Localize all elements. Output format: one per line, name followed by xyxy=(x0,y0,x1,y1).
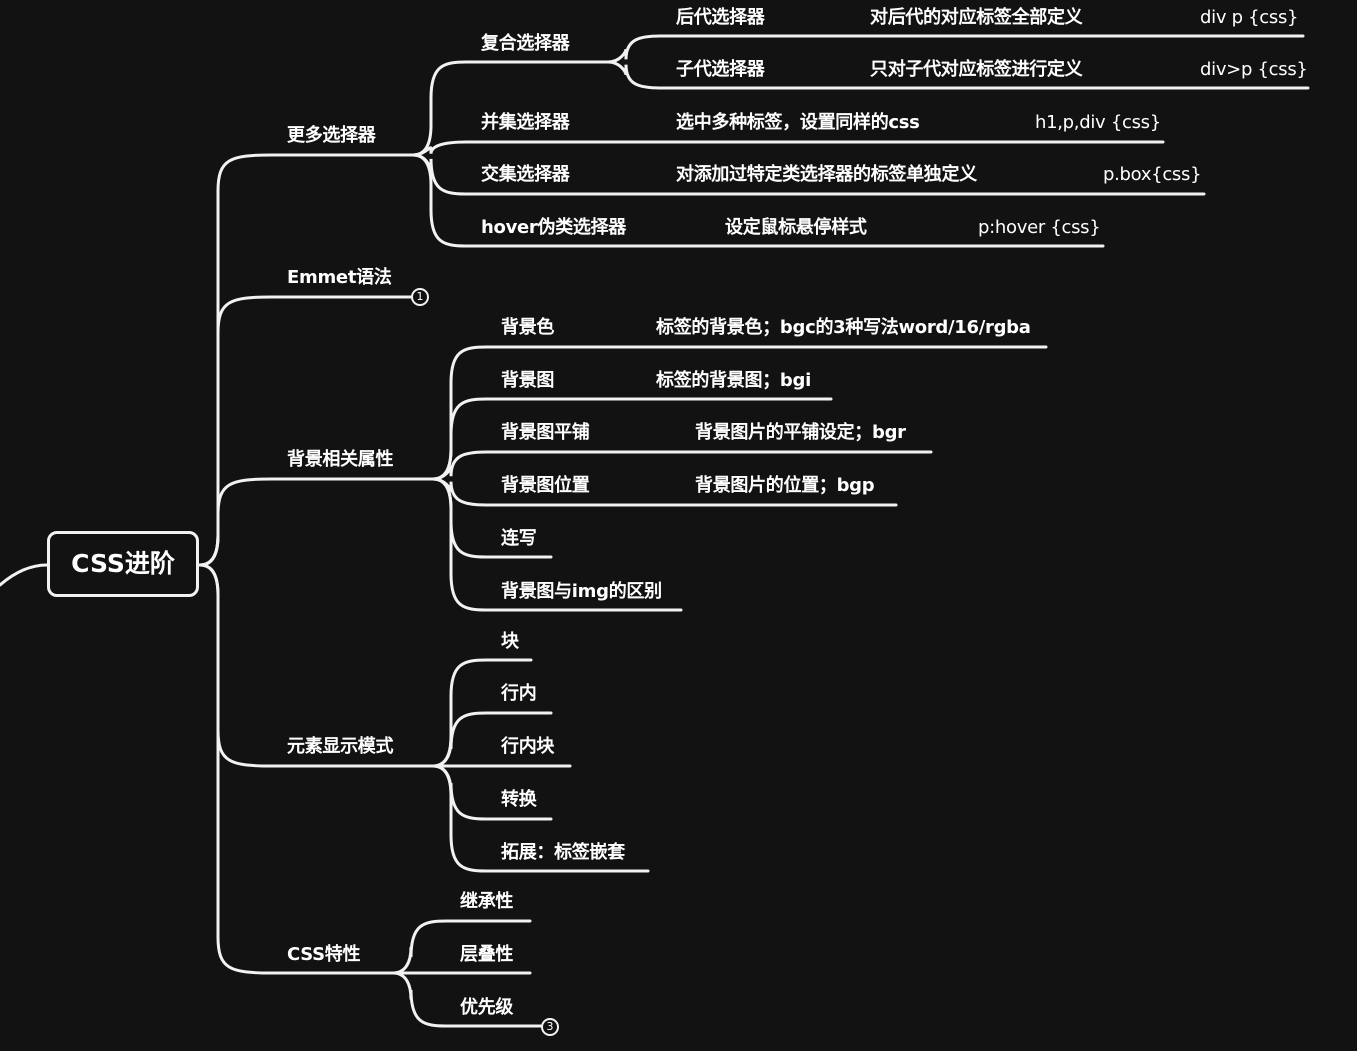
node-hover-desc[interactable]: 设定鼠标悬停样式 xyxy=(725,217,867,238)
node-intersection-desc[interactable]: 对添加过特定类选择器的标签单独定义 xyxy=(676,164,977,185)
connector-line xyxy=(198,153,415,567)
connector-line xyxy=(391,919,532,975)
connector-line xyxy=(431,711,553,768)
node-bg-image[interactable]: 背景图 xyxy=(501,370,555,391)
connector-line xyxy=(198,563,395,975)
node-block[interactable]: 块 xyxy=(501,631,519,652)
node-descendant-code[interactable]: div p {css} xyxy=(1200,7,1299,28)
connector-line xyxy=(606,34,1305,64)
node-union-selector[interactable]: 并集选择器 xyxy=(481,112,570,133)
node-conversion[interactable]: 转换 xyxy=(501,789,537,810)
branch-css-features[interactable]: CSS特性 xyxy=(287,944,361,965)
node-compound-selector[interactable]: 复合选择器 xyxy=(481,33,570,54)
connector-line xyxy=(431,764,650,873)
node-bg-position-desc[interactable]: 背景图片的位置；bgp xyxy=(695,475,875,496)
node-bg-shorthand[interactable]: 连写 xyxy=(501,528,537,549)
branch-display-mode[interactable]: 元素显示模式 xyxy=(287,736,394,757)
connector-line xyxy=(431,477,683,612)
branch-emmet[interactable]: Emmet语法 xyxy=(287,267,392,288)
branch-more-selectors[interactable]: 更多选择器 xyxy=(287,125,376,146)
node-bg-position[interactable]: 背景图位置 xyxy=(501,475,590,496)
node-intersection-code[interactable]: p.box{css} xyxy=(1103,164,1202,185)
node-bg-repeat-desc[interactable]: 背景图片的平铺设定；bgr xyxy=(695,422,906,443)
connector-line xyxy=(391,971,543,1028)
node-priority[interactable]: 优先级 xyxy=(460,997,514,1018)
node-bg-repeat[interactable]: 背景图平铺 xyxy=(501,422,590,443)
branch-background[interactable]: 背景相关属性 xyxy=(287,449,394,470)
node-hover-code[interactable]: p:hover {css} xyxy=(978,217,1101,238)
node-union-desc[interactable]: 选中多种标签，设置同样的css xyxy=(676,112,920,133)
node-child-desc[interactable]: 只对子代对应标签进行定义 xyxy=(870,59,1083,80)
node-bg-image-desc[interactable]: 标签的背景图；bgi xyxy=(656,370,811,391)
node-inline[interactable]: 行内 xyxy=(501,683,537,704)
node-bg-color-desc[interactable]: 标签的背景色；bgc的3种写法word/16/rgba xyxy=(656,317,1031,338)
node-cascade[interactable]: 层叠性 xyxy=(460,944,514,965)
node-descendant-selector[interactable]: 后代选择器 xyxy=(676,7,765,28)
root-node-label: CSS进阶 xyxy=(71,549,175,578)
connector-line xyxy=(198,295,413,567)
node-inline-block[interactable]: 行内块 xyxy=(501,736,555,757)
node-hover-selector[interactable]: hover伪类选择器 xyxy=(481,217,626,238)
node-descendant-desc[interactable]: 对后代的对应标签全部定义 xyxy=(870,7,1083,28)
root-node[interactable] xyxy=(47,531,199,597)
node-child-selector[interactable]: 子代选择器 xyxy=(676,59,765,80)
node-union-code[interactable]: h1,p,div {css} xyxy=(1035,112,1161,133)
connector-line xyxy=(431,450,933,481)
node-tag-nesting[interactable]: 拓展：标签嵌套 xyxy=(501,842,625,863)
node-bg-color[interactable]: 背景色 xyxy=(501,317,555,338)
connector-line xyxy=(411,140,1165,157)
connector-line xyxy=(411,153,1105,248)
node-child-code[interactable]: div>p {css} xyxy=(1200,59,1308,80)
connector-line xyxy=(606,60,1310,90)
node-bg-vs-img[interactable]: 背景图与img的区别 xyxy=(501,581,662,602)
collapsed-count-badge[interactable]: 1 xyxy=(411,288,429,306)
node-intersection-selector[interactable]: 交集选择器 xyxy=(481,164,570,185)
node-inheritance[interactable]: 继承性 xyxy=(460,891,514,912)
connector-line xyxy=(431,345,1048,481)
connector-line xyxy=(198,477,435,567)
connector-line xyxy=(0,563,49,587)
collapsed-count-badge[interactable]: 3 xyxy=(541,1018,559,1036)
